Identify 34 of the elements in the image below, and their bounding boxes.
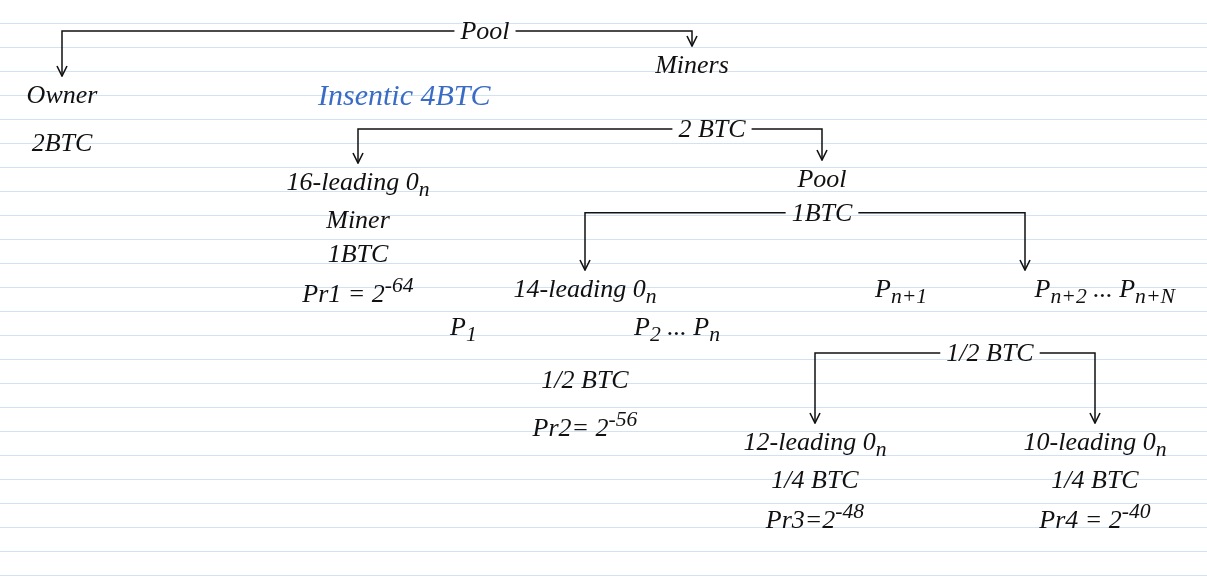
note-text: Insentic 4BTC (318, 78, 491, 112)
handwritten-text: Pr4 = 2$^{-40}$ (1039, 498, 1151, 536)
arrow (514, 30, 698, 47)
handwritten-text: Pr3=2$^{-48}$ (765, 498, 865, 536)
handwritten-text: 1/2 BTC (935, 336, 1045, 370)
handwritten-text: 2 BTC (664, 112, 760, 146)
handwritten-text: 1/2 BTC (541, 363, 629, 396)
handwritten-text: P$_{2}$ ... P$_{n}$ (634, 311, 720, 349)
handwritten-text: 1BTC (327, 238, 389, 271)
arrow (809, 352, 942, 424)
handwritten-text: 10-leading 0$_{n}$ (1023, 426, 1167, 464)
arrow (579, 211, 787, 271)
handwritten-text: Pool (797, 163, 847, 195)
handwritten-text: 1BTC (791, 196, 853, 229)
handwritten-text: 12-leading 0$_{n}$ (743, 426, 887, 464)
arrow (352, 128, 674, 164)
handwritten-text: 1/4 BTC (1051, 464, 1139, 497)
arrow (857, 211, 1031, 271)
handwritten-text: Miner (326, 204, 390, 237)
handwritten-text: Pool (445, 14, 525, 48)
handwritten-text: P$_{n+1}$ (875, 273, 928, 311)
handwritten-text: P$_{n+2}$ ... P$_{n+N}$ (1034, 273, 1175, 311)
handwritten-text: Pr2= 2$^{-56}$ (532, 405, 638, 444)
handwritten-text: Pr1 = 2$^{-64}$ (302, 271, 414, 310)
handwritten-text: 14-leading 0$_{n}$ (513, 273, 657, 311)
handwritten-text: 1/4 BTC (771, 464, 859, 497)
handwritten-text: P$_{1}$ (450, 311, 477, 349)
handwritten-text: 2BTC (31, 126, 93, 159)
handwritten-text: Miners (637, 48, 747, 82)
arrow (1038, 352, 1101, 424)
arrow (56, 30, 456, 77)
handwritten-text: 16-leading 0$_{n}$ (286, 166, 430, 204)
handwritten-text: Owner (26, 79, 98, 111)
arrow (750, 128, 828, 161)
